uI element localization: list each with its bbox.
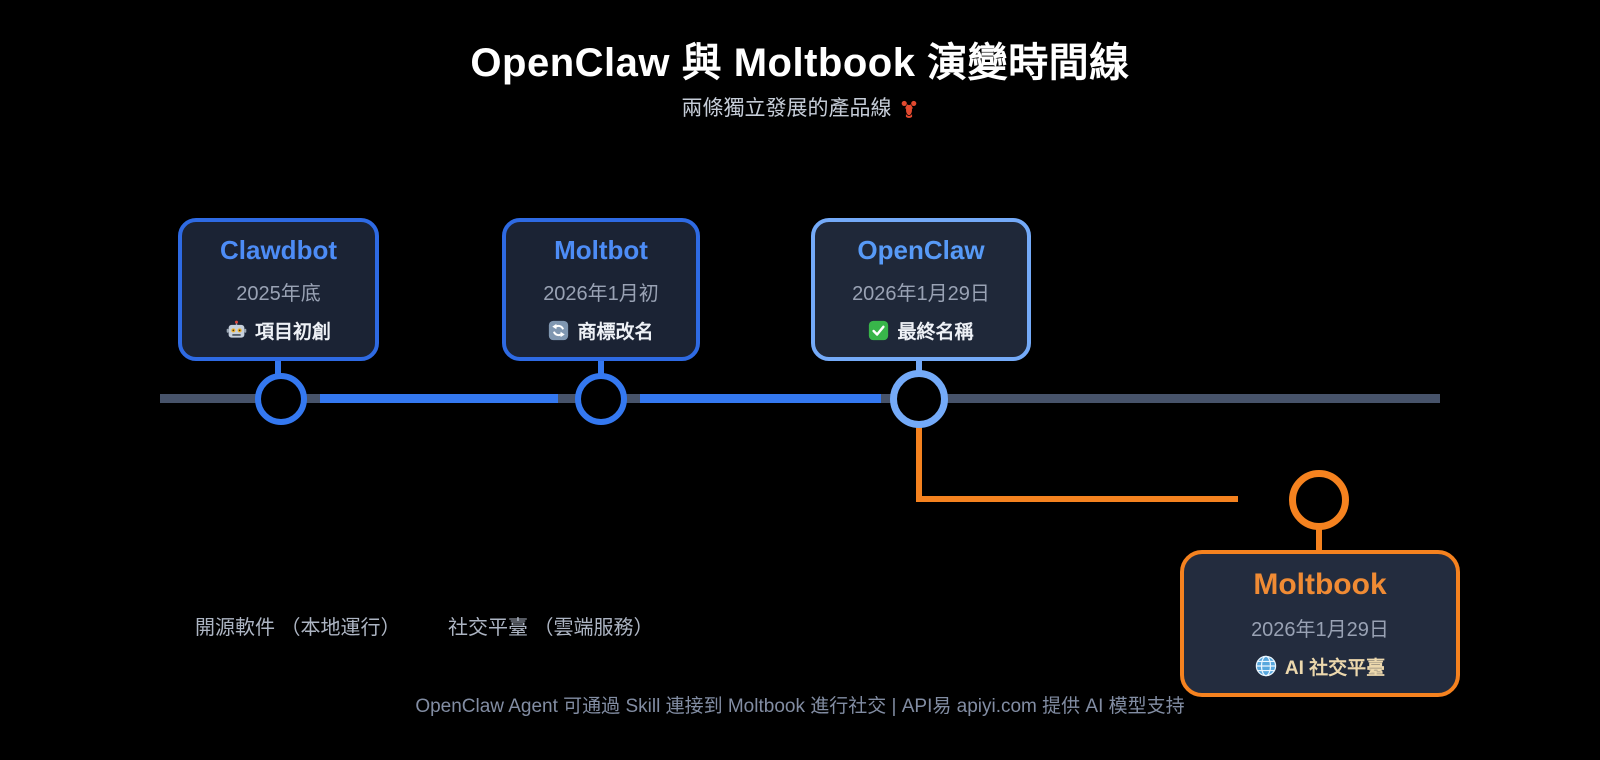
event-date: 2025年底 xyxy=(236,283,321,305)
event-badge-label: AI 社交平臺 xyxy=(1284,657,1386,679)
category-label-open-source: 開源軟件 （本地運行） xyxy=(195,617,401,639)
event-card-openclaw: OpenClaw 2026年1月29日 最終名稱 xyxy=(811,218,1031,361)
event-badge-label: 最終名稱 xyxy=(897,322,974,343)
footer-note: OpenClaw Agent 可通過 Skill 連接到 Moltbook 進行… xyxy=(415,696,1185,717)
refresh-icon xyxy=(548,320,569,341)
timeline-node-moltbook xyxy=(1289,470,1349,530)
branch-orange-vertical xyxy=(916,427,922,502)
event-badge-label: 商標改名 xyxy=(577,322,654,343)
check-icon xyxy=(868,320,889,341)
robot-icon xyxy=(226,320,247,341)
lobster-icon xyxy=(899,99,919,125)
timeline-blue-segment-2 xyxy=(640,394,881,403)
event-title: Moltbot xyxy=(554,235,648,265)
page-title: OpenClaw 與 Moltbook 演變時間線 xyxy=(470,41,1130,85)
page-subtitle-text: 兩條獨立發展的產品線 xyxy=(681,97,892,120)
event-badge: AI 社交平臺 xyxy=(1255,653,1385,680)
connector-openclaw xyxy=(916,359,922,372)
event-title: Clawdbot xyxy=(220,235,337,265)
connector-clawdbot xyxy=(275,359,281,375)
branch-orange-horizontal xyxy=(916,496,1238,502)
globe-icon xyxy=(1255,655,1277,677)
event-card-moltbot: Moltbot 2026年1月初 商標改名 xyxy=(502,218,700,361)
event-badge-label: 項目初創 xyxy=(254,322,331,343)
event-badge: 最終名稱 xyxy=(868,317,974,344)
connector-moltbook xyxy=(1316,528,1322,552)
connector-moltbot xyxy=(598,359,604,375)
timeline-node-moltbot xyxy=(575,373,627,425)
event-title: Moltbook xyxy=(1253,567,1387,601)
event-date: 2026年1月初 xyxy=(543,283,659,305)
timeline-node-openclaw xyxy=(890,370,948,428)
timeline-blue-segment-1 xyxy=(320,394,558,403)
category-label-social-platform: 社交平臺 （雲端服務） xyxy=(448,617,654,639)
event-badge: 商標改名 xyxy=(548,317,654,344)
event-title: OpenClaw xyxy=(857,235,985,265)
event-card-clawdbot: Clawdbot 2025年底 項目初創 xyxy=(178,218,379,361)
timeline-node-clawdbot xyxy=(255,373,307,425)
page-subtitle: 兩條獨立發展的產品線 xyxy=(0,92,1600,125)
event-card-moltbook: Moltbook 2026年1月29日 AI 社交平臺 xyxy=(1180,550,1460,697)
event-date: 2026年1月29日 xyxy=(852,283,990,305)
event-badge: 項目初創 xyxy=(226,317,331,344)
event-date: 2026年1月29日 xyxy=(1251,618,1389,641)
